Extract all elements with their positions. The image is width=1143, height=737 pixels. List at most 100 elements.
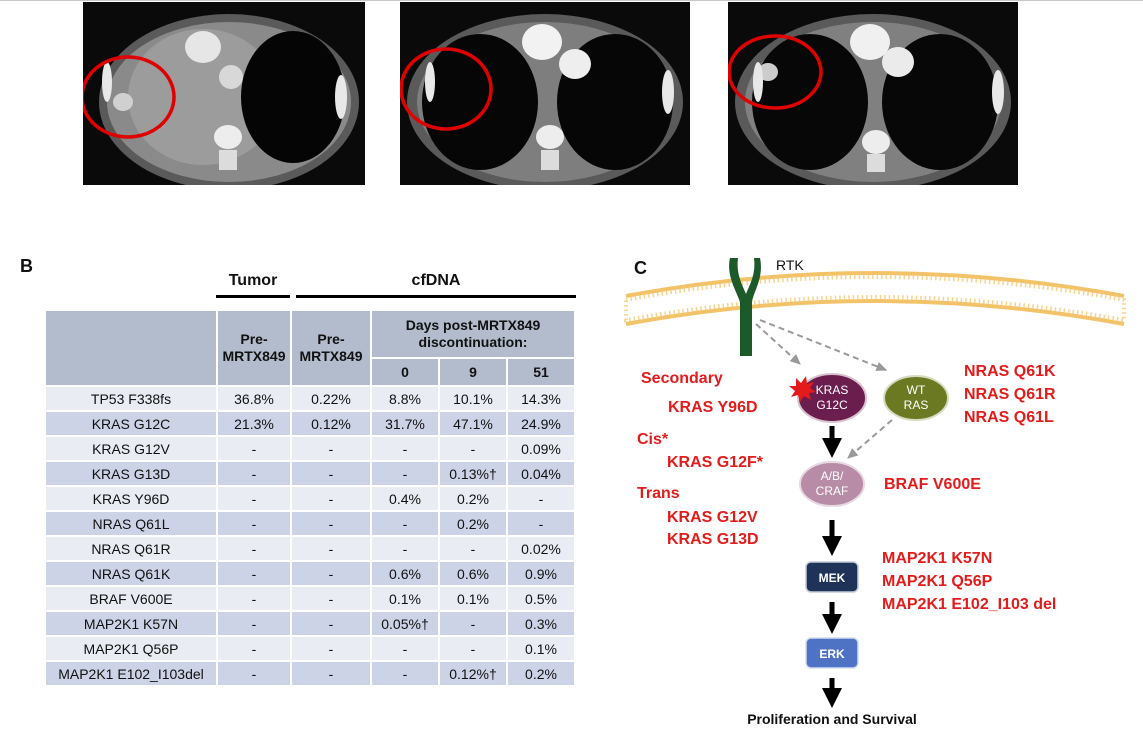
vaf-cell-cfdna-pre: - xyxy=(292,637,370,660)
vaf-cell-cfdna-pre: - xyxy=(292,537,370,560)
mutation-name-cell: BRAF V600E xyxy=(46,587,216,610)
wt-node-line1: WT xyxy=(907,383,926,397)
vaf-cell-tumor-pre: - xyxy=(218,537,290,560)
ct-scan-3 xyxy=(728,2,1018,185)
raf-node: A/B/ CRAF xyxy=(799,461,865,507)
label-braf: BRAF V600E xyxy=(884,476,981,493)
label-secondary: Secondary xyxy=(641,370,723,387)
vaf-cell-d51: 0.04% xyxy=(508,462,574,485)
table-row: KRAS G13D---0.13%†0.04% xyxy=(46,462,574,485)
group-rule-tumor xyxy=(216,295,290,298)
label-trans-mut-1: KRAS G12V xyxy=(667,509,758,526)
vaf-cell-d51: 0.02% xyxy=(508,537,574,560)
pathway-diagram: RTK KRAS G12C WT RAS A/B/ CRAF MEK ERK P… xyxy=(624,257,1126,727)
vaf-cell-tumor-pre: - xyxy=(218,462,290,485)
erk-node-label: ERK xyxy=(819,647,845,661)
mutation-table-wrapper: Pre-MRTX849 Pre-MRTX849 Days post-MRTX84… xyxy=(44,309,576,687)
top-border xyxy=(0,0,1143,1)
vaf-cell-d51: 0.3% xyxy=(508,612,574,635)
vaf-cell-d0: - xyxy=(372,462,438,485)
wt-node-line2: RAS xyxy=(904,398,929,412)
label-map2k1-3: MAP2K1 E102_I103 del xyxy=(882,596,1057,613)
label-cis-mut: KRAS G12F* xyxy=(667,454,764,471)
label-nras-1: NRAS Q61K xyxy=(964,363,1056,380)
vaf-cell-d9: 0.2% xyxy=(440,512,506,535)
vaf-cell-d9: - xyxy=(440,537,506,560)
table-row: MAP2K1 K57N--0.05%†-0.3% xyxy=(46,612,574,635)
label-map2k1-2: MAP2K1 Q56P xyxy=(882,573,993,590)
vaf-cell-d0: - xyxy=(372,662,438,685)
header-blank xyxy=(46,311,216,385)
group-label-cfdna: cfDNA xyxy=(411,272,461,289)
vaf-cell-cfdna-pre: - xyxy=(292,462,370,485)
vaf-cell-d0: 0.4% xyxy=(372,487,438,510)
mutation-name-cell: KRAS G13D xyxy=(46,462,216,485)
raf-node-line1: A/B/ xyxy=(821,469,844,483)
header-tumor-pre: Pre-MRTX849 xyxy=(218,311,290,385)
label-map2k1-1: MAP2K1 K57N xyxy=(882,550,993,567)
mutation-name-cell: MAP2K1 E102_I103del xyxy=(46,662,216,685)
label-nras-3: NRAS Q61L xyxy=(964,409,1054,426)
table-row: MAP2K1 Q56P----0.1% xyxy=(46,637,574,660)
vaf-cell-tumor-pre: - xyxy=(218,612,290,635)
vaf-cell-cfdna-pre: - xyxy=(292,587,370,610)
mek-node-label: MEK xyxy=(819,571,846,585)
label-trans: Trans xyxy=(637,485,680,502)
vaf-cell-d9: - xyxy=(440,612,506,635)
vaf-cell-d51: - xyxy=(508,487,574,510)
vaf-cell-d51: 14.3% xyxy=(508,387,574,410)
vaf-cell-d9: 0.6% xyxy=(440,562,506,585)
vaf-cell-d0: 0.05%† xyxy=(372,612,438,635)
mutation-name-cell: NRAS Q61R xyxy=(46,537,216,560)
vaf-cell-tumor-pre: - xyxy=(218,662,290,685)
header-days-title: Days post-MRTX849 discontinuation: xyxy=(372,311,574,357)
ct-scan-2 xyxy=(400,2,690,185)
vaf-cell-d9: - xyxy=(440,637,506,660)
vaf-cell-cfdna-pre: - xyxy=(292,662,370,685)
mutation-name-cell: MAP2K1 K57N xyxy=(46,612,216,635)
header-cfdna-pre: Pre-MRTX849 xyxy=(292,311,370,385)
header-day-0: 0 xyxy=(372,359,438,385)
raf-node-line2: CRAF xyxy=(816,484,849,498)
kras-g12c-node: KRAS G12C xyxy=(789,373,867,423)
table-row: MAP2K1 E102_I103del---0.12%†0.2% xyxy=(46,662,574,685)
mutation-name-cell: NRAS Q61K xyxy=(46,562,216,585)
vaf-cell-tumor-pre: - xyxy=(218,487,290,510)
table-row: KRAS Y96D--0.4%0.2%- xyxy=(46,487,574,510)
wt-ras-node: WT RAS xyxy=(883,375,949,421)
vaf-cell-cfdna-pre: 0.12% xyxy=(292,412,370,435)
mek-node: MEK xyxy=(805,561,859,593)
vaf-cell-tumor-pre: - xyxy=(218,512,290,535)
kras-node-line2: G12C xyxy=(816,398,848,412)
table-row: NRAS Q61K--0.6%0.6%0.9% xyxy=(46,562,574,585)
vaf-cell-cfdna-pre: - xyxy=(292,437,370,460)
mutation-name-cell: KRAS G12V xyxy=(46,437,216,460)
vaf-cell-d51: 0.09% xyxy=(508,437,574,460)
label-cis: Cis* xyxy=(637,431,669,448)
vaf-cell-d51: 0.1% xyxy=(508,637,574,660)
label-nras-2: NRAS Q61R xyxy=(964,386,1056,403)
table-row: KRAS G12V----0.09% xyxy=(46,437,574,460)
vaf-cell-d51: 0.2% xyxy=(508,662,574,685)
vaf-cell-d9: 0.13%† xyxy=(440,462,506,485)
panel-c-letter: C xyxy=(634,258,647,278)
vaf-cell-d0: - xyxy=(372,512,438,535)
panel-b-letter: B xyxy=(20,256,33,276)
mutation-table: Pre-MRTX849 Pre-MRTX849 Days post-MRTX84… xyxy=(44,309,576,687)
table-row: NRAS Q61R----0.02% xyxy=(46,537,574,560)
vaf-cell-tumor-pre: - xyxy=(218,587,290,610)
ct-scan-1 xyxy=(83,2,365,185)
vaf-cell-d0: - xyxy=(372,637,438,660)
vaf-cell-cfdna-pre: 0.22% xyxy=(292,387,370,410)
group-label-tumor: Tumor xyxy=(228,272,278,289)
vaf-cell-d51: 0.9% xyxy=(508,562,574,585)
arrow-wtras-to-raf xyxy=(847,419,893,459)
vaf-cell-d0: 0.6% xyxy=(372,562,438,585)
mutation-name-cell: TP53 F338fs xyxy=(46,387,216,410)
vaf-cell-cfdna-pre: - xyxy=(292,512,370,535)
vaf-cell-tumor-pre: - xyxy=(218,562,290,585)
vaf-cell-d0: 0.1% xyxy=(372,587,438,610)
vaf-cell-d9: 0.1% xyxy=(440,587,506,610)
rtk-label: RTK xyxy=(776,257,804,273)
